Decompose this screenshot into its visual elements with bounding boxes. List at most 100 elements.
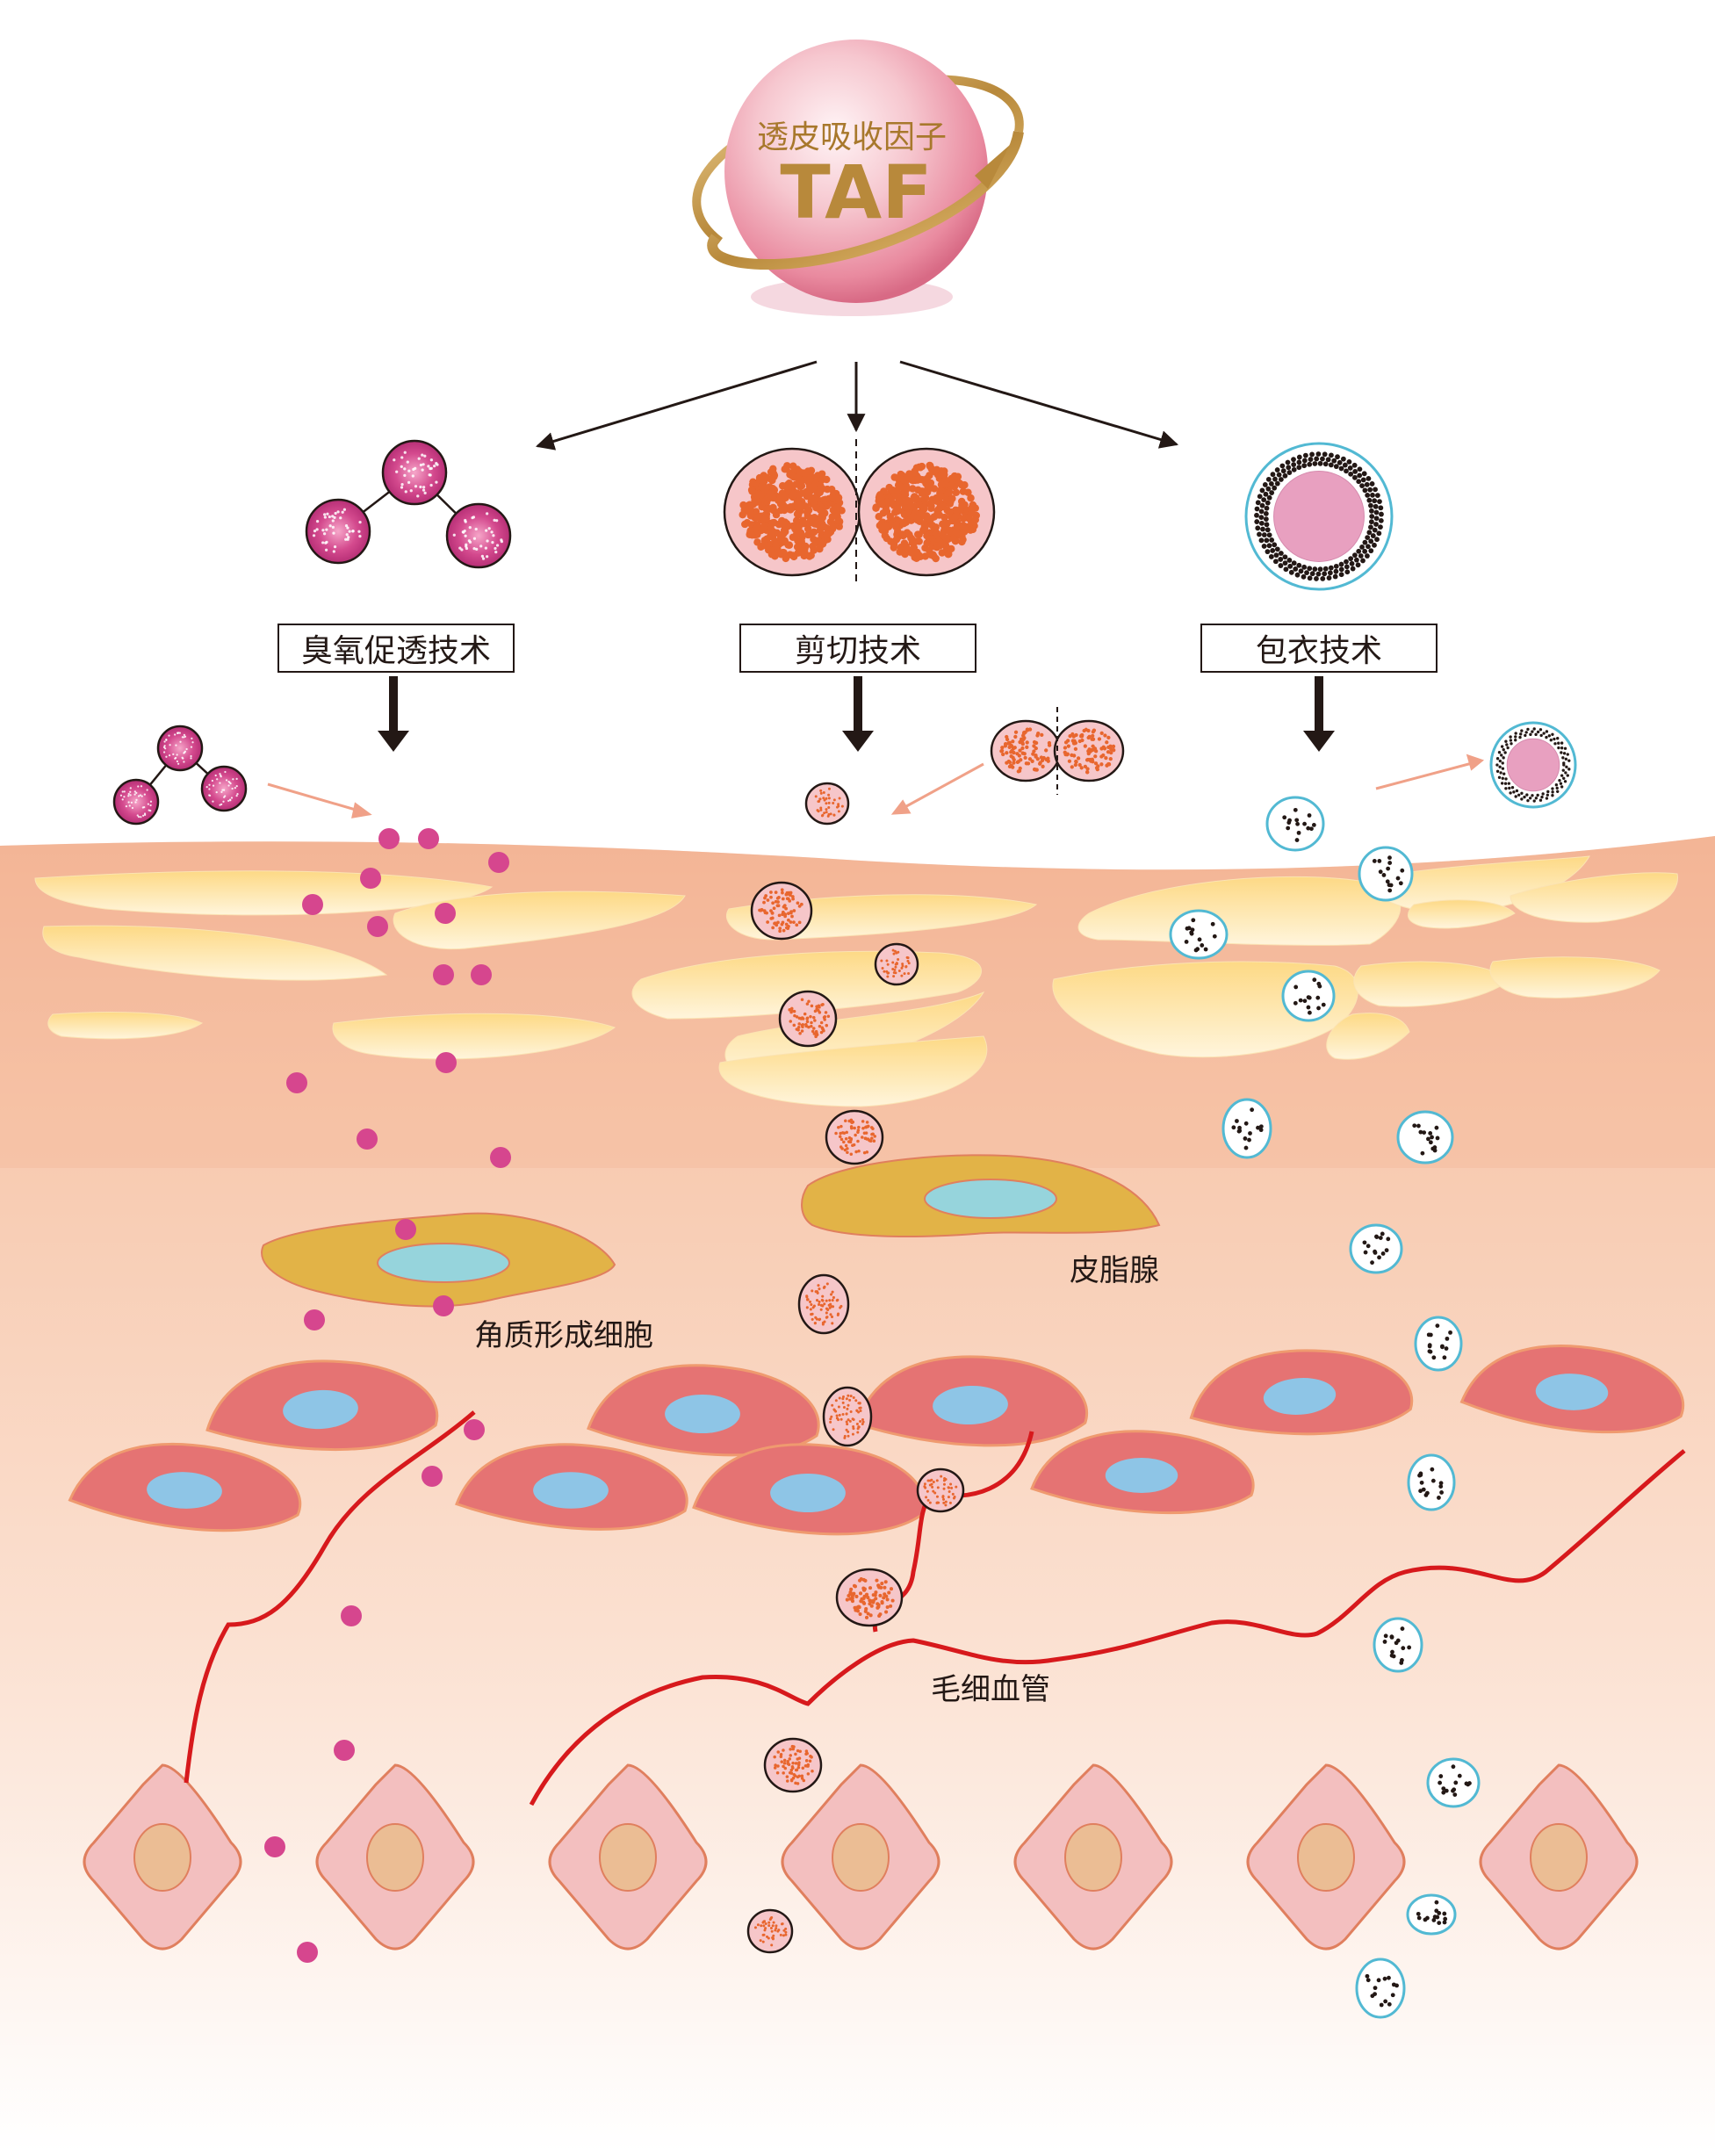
- ozone-particle: [297, 1942, 318, 1963]
- coated-particle: [1358, 846, 1414, 902]
- coated-particle: [1355, 1958, 1406, 2019]
- coated-particle-large: [1244, 442, 1394, 591]
- basal-cell-nucleus: [599, 1823, 657, 1892]
- coated-particle: [1221, 1098, 1272, 1159]
- cut-half-left: [990, 719, 1062, 782]
- basal-cells: [83, 1763, 1639, 1950]
- ozone-molecule-small-icon: [112, 725, 248, 826]
- coated-particle: [1373, 1617, 1423, 1673]
- cut-particle: [822, 1386, 873, 1447]
- arrow-right: [899, 360, 1179, 449]
- ozone-particle: [418, 828, 439, 849]
- corneocyte-flake: [47, 1012, 204, 1040]
- basal-cell: [548, 1763, 708, 1950]
- cut-particle: [916, 1467, 965, 1513]
- capillary-label: 毛细血管: [931, 1672, 1050, 1707]
- arrow-left: [535, 360, 818, 451]
- cut-particle-icon: [723, 439, 996, 584]
- corneocyte-flake: [1326, 1013, 1410, 1060]
- cut-particle: [778, 990, 838, 1048]
- ozone-particle: [488, 852, 509, 873]
- down-arrow-center: [842, 676, 874, 752]
- technique-label-coat: 包衣技术: [1200, 624, 1438, 673]
- coated-particle: [1169, 909, 1229, 960]
- ozone-particle: [367, 916, 388, 937]
- ozone-particle: [464, 1419, 485, 1440]
- keratinocyte-cells: [68, 1345, 1685, 1536]
- entry-arrow-right: [1375, 761, 1476, 790]
- keratinocyte-cell: [1030, 1430, 1255, 1515]
- basal-cell: [781, 1763, 940, 1950]
- corneocyte-flake: [1077, 876, 1401, 946]
- down-arrow-right: [1303, 676, 1335, 752]
- cell-nucleus: [933, 1385, 1008, 1425]
- entry-arrows: [267, 754, 1485, 818]
- cut-particle: [750, 881, 813, 941]
- coated-particle-small: [1489, 721, 1577, 809]
- coated-particle-icon: [1244, 442, 1394, 591]
- magenta-ball: [305, 498, 371, 565]
- cut-particle: [835, 1568, 904, 1627]
- magenta-ball: [381, 439, 448, 506]
- ozone-particle: [433, 964, 454, 985]
- ozone-particle: [471, 964, 492, 985]
- corneocyte-flake: [1407, 899, 1516, 929]
- cell-nucleus: [533, 1472, 609, 1509]
- keratinocyte-cell: [692, 1443, 926, 1536]
- entry-arrow-center: [899, 762, 984, 811]
- technique-label-cut: 剪切技术: [739, 624, 976, 673]
- cut-particle: [797, 1273, 850, 1335]
- corneocyte-flake: [1489, 956, 1661, 999]
- gland-lumen: [924, 1179, 1057, 1219]
- coated-particle: [1349, 1223, 1403, 1274]
- basal-cell-nucleus: [832, 1823, 890, 1892]
- keratinocyte-label: 角质形成细胞: [474, 1318, 653, 1353]
- basal-cell-nucleus: [1297, 1823, 1355, 1892]
- entry-arrow-left: [267, 782, 365, 814]
- ozone-particle: [304, 1309, 325, 1330]
- cell-nucleus: [665, 1395, 740, 1433]
- ozone-particle: [264, 1836, 285, 1857]
- cut-half-right: [1053, 719, 1125, 782]
- basal-cell: [83, 1763, 242, 1950]
- coated-particle: [1426, 1757, 1481, 1808]
- down-arrows: [378, 676, 1335, 752]
- cut-particle: [874, 942, 919, 986]
- logo-title: TAF: [780, 149, 932, 235]
- coated-particle: [1414, 1316, 1463, 1372]
- cell-nucleus: [1535, 1374, 1609, 1410]
- ozone-particle: [378, 828, 400, 849]
- coated-particle: [1396, 1110, 1454, 1165]
- branch-arrows: [535, 360, 1179, 451]
- cell-nucleus: [1263, 1378, 1337, 1415]
- capillary-left: [184, 1410, 476, 1784]
- magenta-ball: [156, 725, 204, 772]
- cut-half-right: [857, 447, 996, 577]
- sebaceous-gland-right: [801, 1154, 1161, 1237]
- cut-particle: [746, 1908, 794, 1954]
- magenta-ball: [112, 778, 160, 826]
- ozone-particle: [435, 903, 456, 924]
- cell-nucleus: [147, 1472, 222, 1509]
- keratinocyte-cell: [68, 1443, 302, 1532]
- penetrating-particles: [264, 782, 1481, 2019]
- logo-subtitle: 透皮吸收因子: [757, 119, 947, 155]
- basal-cell: [1246, 1763, 1406, 1950]
- basal-cell-nucleus: [133, 1823, 191, 1892]
- logo-sphere: [724, 40, 988, 303]
- cut-particle: [763, 1737, 823, 1793]
- ozone-particle: [433, 1295, 454, 1316]
- ozone-particle: [286, 1072, 307, 1093]
- technique-label-ozone: 臭氧促透技术: [277, 624, 515, 673]
- magenta-ball: [445, 502, 512, 569]
- keratinocyte-cell: [1459, 1345, 1685, 1434]
- ozone-particle: [490, 1147, 511, 1168]
- cut-half-left: [723, 447, 861, 577]
- basal-cell-nucleus: [1530, 1823, 1588, 1892]
- cell-nucleus: [283, 1389, 358, 1430]
- cell-nucleus: [770, 1474, 846, 1512]
- ozone-particle: [395, 1219, 416, 1240]
- keratinocyte-cell: [205, 1359, 439, 1452]
